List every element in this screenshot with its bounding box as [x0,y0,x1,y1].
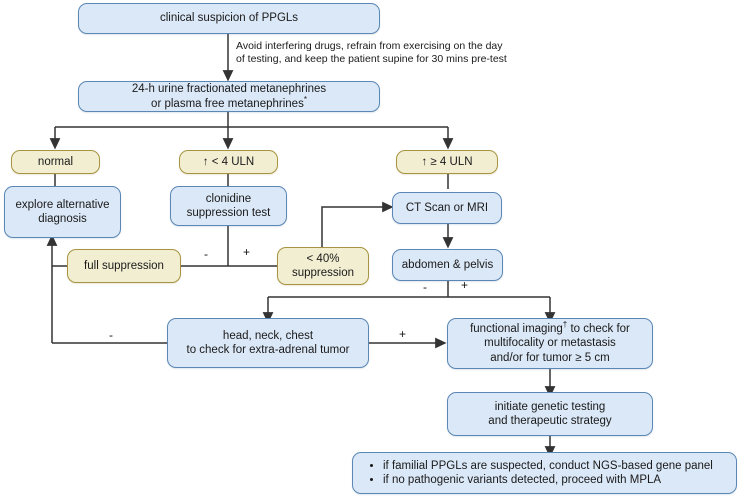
node-full-suppression-label: full suppression [84,259,164,272]
node-genetic-testing[interactable]: initiate genetic testing and therapeutic… [447,392,653,436]
node-functional-line-2: multifocality or metastasis [484,337,616,350]
node-clonidine-line-1: clonidine [205,192,252,205]
node-result-normal-label: normal [37,155,74,168]
edge-label-clonidine-positive: + [243,245,251,259]
node-abdomen-pelvis-label: abdomen & pelvis [401,258,494,271]
node-partial-line-2: suppression [291,267,354,279]
pretest-line-1: Avoid interfering drugs, refrain from ex… [236,40,503,52]
edge-label-abdomen-positive: + [461,278,469,292]
node-ct-scan-label: CT Scan or MRI [405,201,489,214]
node-functional-line-1: functional imaging† to check for [470,319,630,335]
node-clonidine-suppression-test[interactable]: clonidine suppression test [170,186,287,226]
node-genetic-text: initiate genetic testing and therapeutic… [488,400,611,429]
node-partial-line-1: < 40% [306,252,340,265]
recommendations-bullets: if familial PPGLs are suspected, conduct… [367,459,713,488]
footnote-marker-dagger: † [562,319,568,329]
edge-label-abdomen-negative: - [423,280,427,294]
node-head-neck-line-1: head, neck, chest [222,329,314,342]
node-result-uln-low-label: ↑ < 4 ULN [202,155,255,168]
footnote-marker-asterisk: * [303,94,307,104]
node-functional-imaging[interactable]: functional imaging† to check for multifo… [447,318,653,369]
recommendation-item: if no pathogenic variants detected, proc… [383,473,713,488]
node-head-neck-chest[interactable]: head, neck, chest to check for extra-adr… [167,318,369,368]
edge-label-headneck-positive: + [399,327,407,341]
node-head-neck-line-2: to check for extra-adrenal tumor [186,344,350,356]
node-explore-line-1: explore alternative [15,198,110,211]
node-result-uln-high[interactable]: ↑ ≥ 4 ULN [396,150,498,174]
node-clinical-suspicion-label: clinical suspicion of PPGLs [159,12,299,25]
pretest-instructions: Avoid interfering drugs, refrain from ex… [236,40,656,66]
node-clonidine-text: clonidine suppression test [187,192,271,221]
node-recommendations-list[interactable]: if familial PPGLs are suspected, conduct… [352,452,737,494]
node-metanephrines-text: 24-h urine fractionated metanephrines or… [132,82,326,111]
node-explore-line-2: diagnosis [38,213,87,225]
recommendation-item: if familial PPGLs are suspected, conduct… [383,459,713,474]
node-partial-suppression[interactable]: < 40% suppression [277,247,369,285]
pretest-line-2: of testing, and keep the patient supine … [236,53,507,65]
node-clinical-suspicion[interactable]: clinical suspicion of PPGLs [78,3,380,34]
node-partial-suppression-text: < 40% suppression [292,252,354,281]
node-ct-scan-or-mri[interactable]: CT Scan or MRI [392,192,502,224]
node-genetic-line-2: and therapeutic strategy [488,415,612,427]
node-result-uln-low[interactable]: ↑ < 4 ULN [179,150,278,174]
node-metanephrines-line-1: 24-h urine fractionated metanephrines [131,83,327,95]
node-functional-imaging-text: functional imaging† to check for multifo… [470,319,630,366]
node-result-uln-high-label: ↑ ≥ 4 ULN [421,155,473,168]
edge-label-headneck-negative: - [109,328,113,342]
node-full-suppression[interactable]: full suppression [67,249,181,283]
node-metanephrines-line-2: or plasma free metanephrines* [151,94,307,110]
node-result-normal[interactable]: normal [11,150,100,174]
node-head-neck-text: head, neck, chest to check for extra-adr… [187,329,350,358]
node-genetic-line-1: initiate genetic testing [494,400,606,413]
node-explore-text: explore alternative diagnosis [16,198,110,227]
node-explore-alternative-diagnosis[interactable]: explore alternative diagnosis [4,186,121,238]
node-clonidine-line-2: suppression test [186,207,271,219]
edge-label-clonidine-negative: - [204,247,208,261]
node-metanephrines-test[interactable]: 24-h urine fractionated metanephrines or… [78,81,380,112]
node-abdomen-pelvis[interactable]: abdomen & pelvis [392,249,503,281]
node-functional-line-3: and/or for tumor ≥ 5 cm [490,351,610,364]
